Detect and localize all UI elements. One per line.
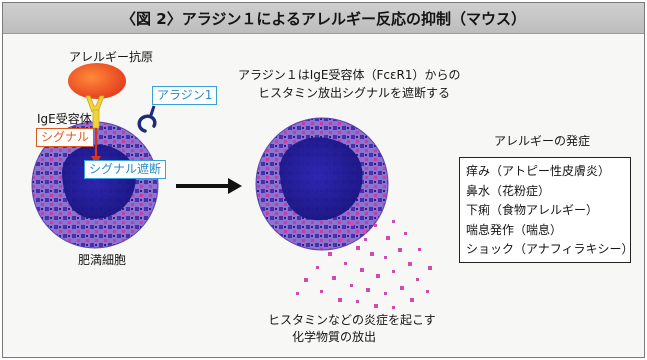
figure-title: 〈図 2〉アラジン１によるアレルギー反応の抑制（マウス）	[121, 10, 526, 28]
release-line-2: 化学物質の放出	[292, 330, 377, 344]
explain-line-2: ヒスタミン放出シグナルを遮断する	[258, 86, 451, 100]
arajin-molecule	[137, 105, 157, 133]
symptom-item: 鼻水（花粉症）	[466, 183, 551, 198]
title-band	[3, 3, 644, 34]
allergen-shape	[68, 63, 126, 99]
right-cell-nucleus	[279, 137, 363, 221]
right-mast-cell	[255, 117, 389, 251]
symptom-item: 喘息発作（喘息）	[466, 222, 563, 237]
signal-label: シグナル	[36, 128, 95, 147]
allergen-receptor-complex	[68, 63, 126, 165]
symptom-item: 痒み（アトピー性皮膚炎）	[466, 164, 611, 178]
explain-line-1: アラジン１はIgE受容体（FcεR1）からの	[238, 68, 461, 82]
mast-cell-label: 肥満細胞	[78, 253, 127, 267]
allergen-label: アレルギー抗原	[69, 50, 154, 64]
symptom-item: ショック（アナフィラキシー）	[466, 242, 634, 256]
symptom-list: 痒み（アトピー性皮膚炎） 鼻水（花粉症） 下痢（食物アレルギー） 喘息発作（喘息…	[460, 158, 634, 264]
released-granules	[296, 220, 432, 309]
ige-receptor-label: IgE受容体	[37, 112, 92, 126]
arajin-stem	[148, 105, 156, 119]
transition-arrow	[176, 178, 242, 194]
arajin-hook	[137, 114, 157, 133]
receptor-stem	[92, 109, 100, 129]
signal-block-label: シグナル遮断	[84, 160, 167, 179]
symptoms-heading: アレルギーの発症	[494, 134, 591, 148]
symptom-item: 下痢（食物アレルギー）	[466, 203, 599, 217]
symptom-list-box: 痒み（アトピー性皮膚炎） 鼻水（花粉症） 下痢（食物アレルギー） 喘息発作（喘息…	[459, 157, 634, 264]
arajin-label: アラジン1	[152, 86, 218, 105]
release-line-1: ヒスタミンなどの炎症を起こす	[268, 313, 436, 327]
